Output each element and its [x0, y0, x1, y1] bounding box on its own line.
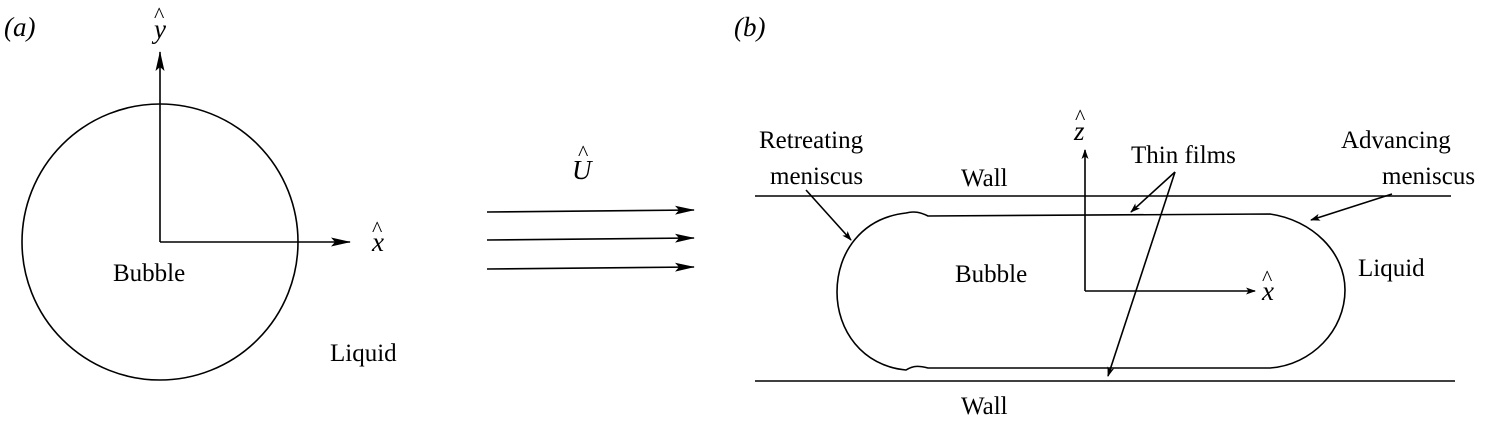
svg-text:z: z — [1073, 116, 1085, 146]
svg-text:^: ^ — [372, 216, 383, 241]
liquid-label-a: Liquid — [330, 340, 397, 367]
panel-b-label: (b) — [734, 12, 765, 42]
flow-arrow-1 — [486, 205, 695, 215]
svg-text:^: ^ — [578, 140, 589, 165]
bubble-label-a: Bubble — [113, 260, 185, 287]
flow-arrow-2 — [486, 233, 695, 243]
flow-velocity: U ^ — [486, 140, 695, 272]
wall-bottom-label: Wall — [961, 393, 1008, 420]
retreating-meniscus-label: Retreating meniscus — [759, 127, 864, 190]
liquid-label-b: Liquid — [1358, 255, 1425, 282]
z-axis-label: z ^ — [1073, 104, 1086, 146]
svg-text:meniscus: meniscus — [770, 163, 863, 190]
svg-text:U: U — [572, 155, 593, 185]
panel-b: (b) z ^ x ^ Retreating meniscus Advancin… — [734, 12, 1475, 420]
flow-velocity-label: U ^ — [572, 140, 593, 185]
svg-text:^: ^ — [1075, 104, 1086, 129]
svg-text:Advancing: Advancing — [1341, 127, 1451, 154]
retreating-meniscus-pointer — [805, 189, 852, 241]
x-axis-label-b: x ^ — [1261, 265, 1274, 306]
advancing-meniscus-label: Advancing meniscus — [1341, 127, 1475, 190]
panel-a-label: (a) — [4, 12, 35, 42]
svg-text:^: ^ — [1262, 265, 1273, 290]
svg-text:x: x — [1261, 276, 1274, 306]
svg-text:Retreating: Retreating — [759, 127, 864, 154]
wall-top-label: Wall — [961, 165, 1008, 192]
thin-films-pointer-top — [1130, 171, 1176, 213]
svg-text:x: x — [371, 227, 384, 257]
panel-a: (a) y ^ x ^ Bubble Liquid — [4, 2, 397, 381]
flow-arrow-3 — [486, 262, 695, 272]
svg-text:y: y — [151, 14, 166, 44]
svg-text:meniscus: meniscus — [1382, 163, 1475, 190]
bubble-label-b: Bubble — [955, 261, 1027, 288]
elongated-bubble-outline — [836, 211, 1346, 371]
advancing-meniscus-pointer — [1310, 193, 1393, 221]
y-axis-label: y ^ — [151, 2, 166, 44]
x-axis-label: x ^ — [371, 216, 384, 257]
thin-films-pointer-bottom — [1107, 171, 1176, 377]
svg-text:^: ^ — [154, 2, 165, 27]
thin-films-label: Thin films — [1131, 142, 1236, 169]
